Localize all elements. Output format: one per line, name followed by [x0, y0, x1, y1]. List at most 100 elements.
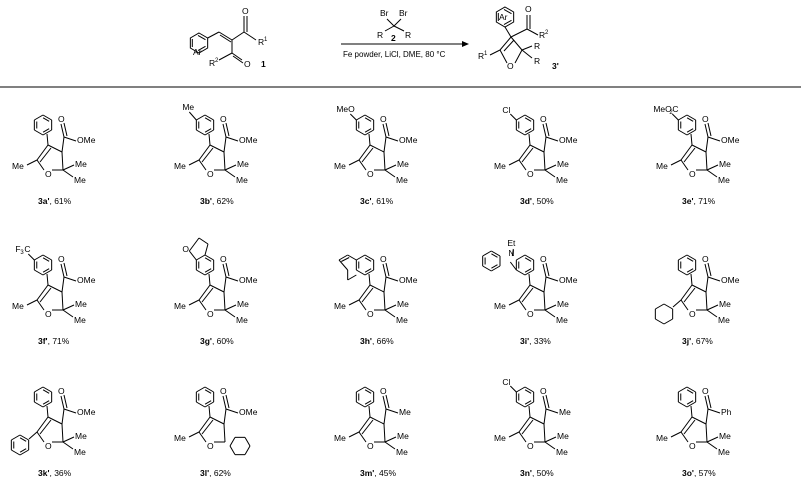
methyl-label: Me	[396, 447, 408, 457]
compound-id: 3e'	[682, 196, 693, 206]
ester-label-c: C	[672, 104, 678, 114]
compound-yield: , 61%	[371, 196, 393, 206]
methyl-label: Me	[74, 447, 86, 457]
methoxy-label: OMe	[77, 275, 96, 285]
furan-oxygen: O	[182, 244, 189, 254]
carbonyl-oxygen: O	[58, 114, 65, 124]
reagent-2: Br Br R R 2	[377, 8, 411, 43]
compound-id: 3f'	[38, 336, 48, 346]
reaction-arrow	[341, 41, 469, 47]
carbonyl-oxygen: O	[220, 114, 227, 124]
carbonyl-oxygen: O	[540, 386, 547, 396]
methyl-label: Me	[75, 159, 87, 169]
prod-label-r2-sup: 2	[545, 30, 549, 36]
compound-yield: , 61%	[49, 196, 71, 206]
methyl-label: Me	[556, 175, 568, 185]
carbonyl-oxygen: O	[540, 114, 547, 124]
ring-oxygen: O	[527, 309, 534, 319]
methyl-label: Me	[75, 431, 87, 441]
methyl-label: Me	[557, 159, 569, 169]
methyl-label: Me	[718, 447, 730, 457]
methoxy-label: OMe	[77, 135, 96, 145]
ring-oxygen: O	[689, 309, 696, 319]
methyl-label: Me	[396, 315, 408, 325]
methyl-label: Me	[74, 175, 86, 185]
sm-label-o2: O	[244, 59, 251, 69]
methyl-label: Me	[656, 433, 668, 443]
chloro-label: Cl	[502, 377, 510, 387]
compound-id: 3m'	[360, 468, 374, 478]
carbonyl-oxygen: O	[220, 386, 227, 396]
phenyl-label: Ph	[721, 407, 732, 417]
ring-oxygen: O	[527, 169, 534, 179]
reagent-br1: Br	[380, 8, 389, 18]
carbonyl-oxygen: O	[58, 386, 65, 396]
methyl-label: Me	[399, 407, 411, 417]
reagent-r1: R	[377, 30, 383, 40]
ring-oxygen: O	[207, 309, 214, 319]
carbonyl-oxygen: O	[380, 386, 387, 396]
methyl-label: Me	[557, 299, 569, 309]
methoxy-label: OMe	[239, 135, 258, 145]
sm-label-ar: Ar	[193, 47, 202, 57]
methyl-label: Me	[174, 433, 186, 443]
compound-id: 3o'	[682, 468, 694, 478]
prod-label-r-a: R	[534, 41, 540, 51]
compound-caption: 3a', 61%	[38, 196, 72, 206]
compound-caption: 3m', 45%	[360, 468, 396, 478]
cf3-label-f: F	[15, 244, 20, 254]
methyl-label: Me	[397, 431, 409, 441]
compound-id: 3j'	[682, 336, 691, 346]
methyl-label: Me	[174, 301, 186, 311]
cf3-label-c: C	[24, 244, 30, 254]
ring-oxygen: O	[45, 309, 52, 319]
compound-caption: 3l', 62%	[200, 468, 231, 478]
ester-label-meo: MeO	[653, 104, 672, 114]
prod-label-r1-sup: 1	[484, 51, 488, 57]
ring-oxygen: O	[45, 169, 52, 179]
methoxy-label: OMe	[721, 275, 740, 285]
compound-id: 3i'	[520, 336, 529, 346]
methyl-label: Me	[559, 407, 571, 417]
ester-label-sub: 2	[669, 110, 673, 116]
methyl-label: Me	[236, 315, 248, 325]
carbonyl-oxygen: O	[540, 254, 547, 264]
methyl-label: Me	[656, 161, 668, 171]
cf3-label-sub: 3	[20, 250, 24, 256]
chloro-label: Cl	[502, 105, 510, 115]
methyl-label: Me	[12, 161, 24, 171]
starting-material-1: Ar O R 1 R 2 O 1	[189, 6, 268, 69]
methyl-label: Me	[334, 301, 346, 311]
methoxy-label: OMe	[239, 275, 258, 285]
sm-label-o1: O	[242, 6, 249, 16]
methyl-label: Me	[334, 433, 346, 443]
compound-caption: 3f', 71%	[38, 336, 70, 346]
ethyl-label: Et	[507, 238, 516, 248]
methyl-label: Me	[397, 159, 409, 169]
sm-label-r1-sup: 1	[264, 37, 268, 43]
compound-yield: , 67%	[691, 336, 713, 346]
compound-yield: , 62%	[209, 468, 231, 478]
compound-id: 3k'	[38, 468, 49, 478]
methyl-label: Me	[494, 433, 506, 443]
methyl-label: Me	[556, 447, 568, 457]
ring-oxygen: O	[367, 309, 374, 319]
compound-yield: , 62%	[212, 196, 234, 206]
methoxy-label: OMe	[399, 275, 418, 285]
carbonyl-oxygen: O	[220, 254, 227, 264]
compound-caption: 3d', 50%	[520, 196, 554, 206]
compound-yield: , 33%	[529, 336, 551, 346]
prod-label-o-ketone: O	[525, 4, 532, 14]
sm-number: 1	[261, 59, 266, 69]
methoxy-label: MeO	[336, 104, 355, 114]
methyl-label: Me	[12, 301, 24, 311]
prod-label-ar: Ar	[499, 12, 508, 22]
methyl-label: Me	[719, 299, 731, 309]
ring-oxygen: O	[689, 441, 696, 451]
